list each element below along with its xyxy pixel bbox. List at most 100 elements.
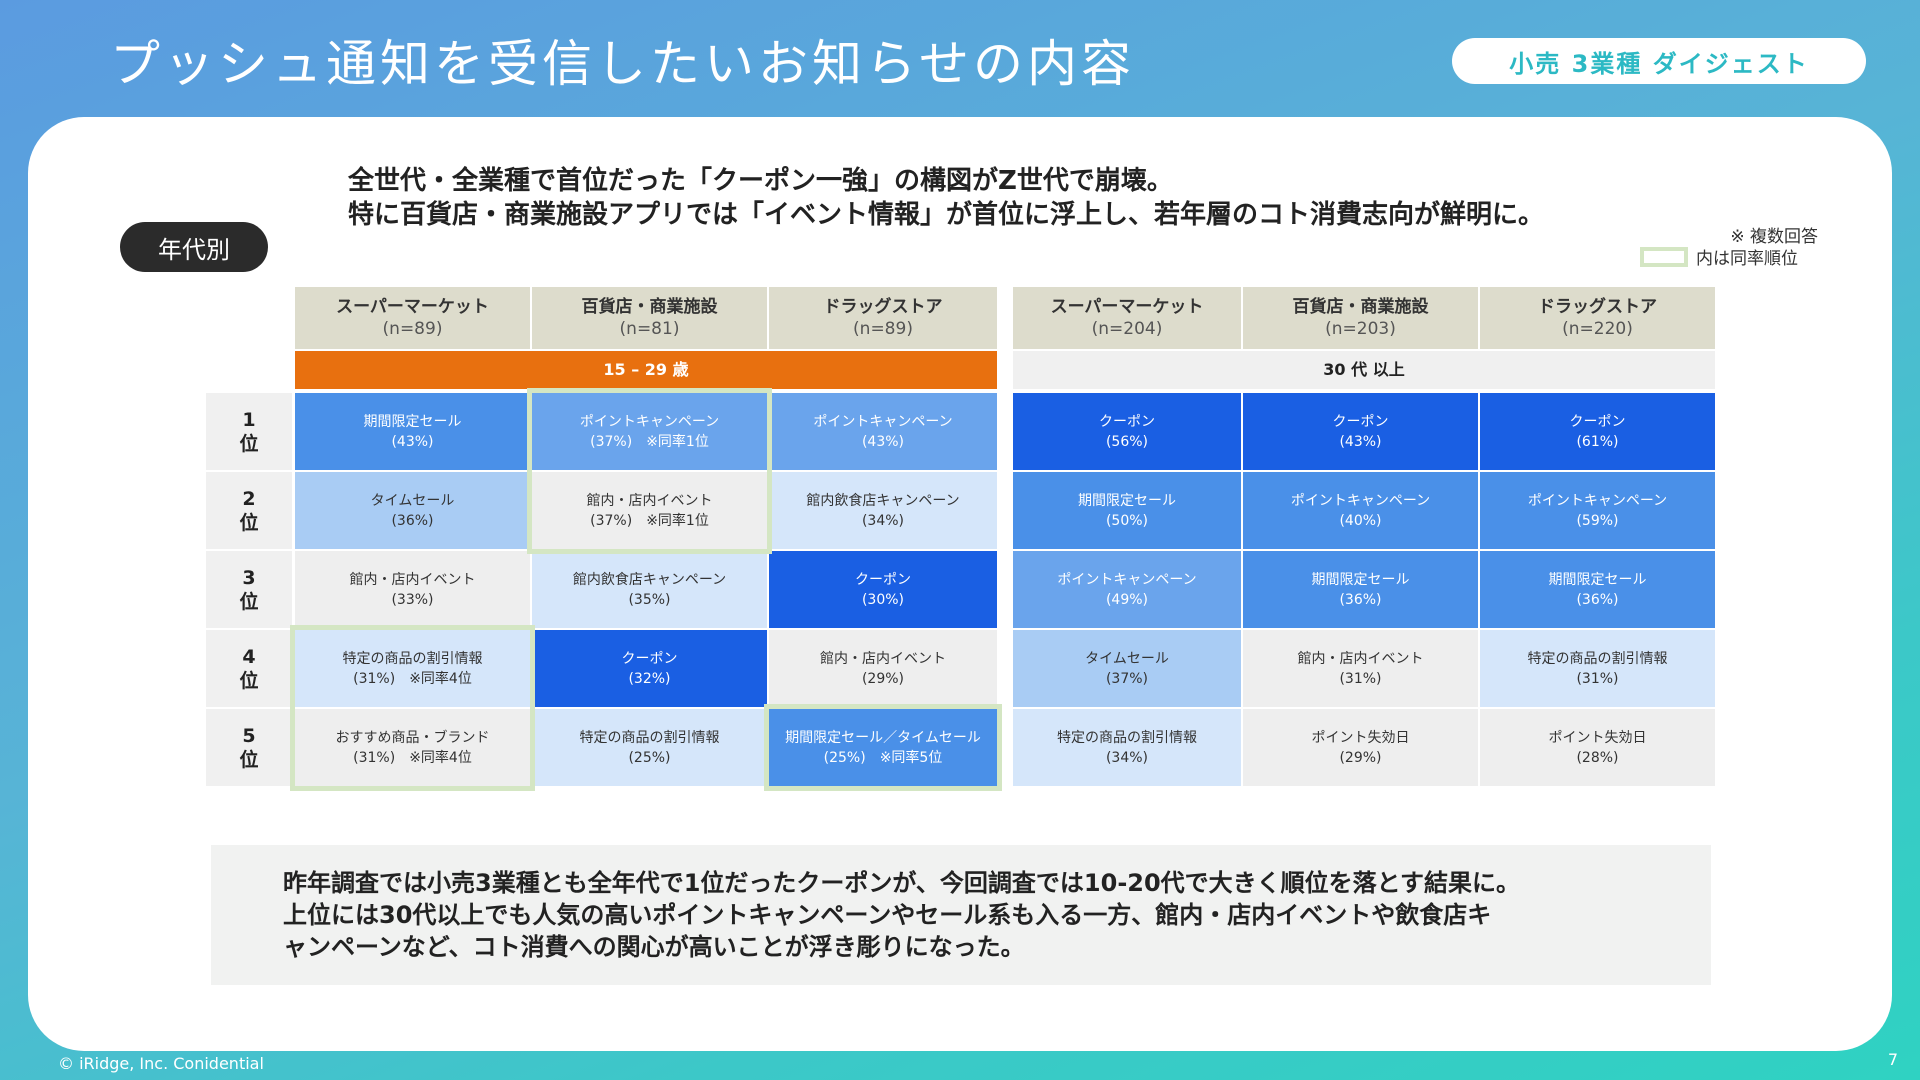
table-cell: 館内・店内イベント(37%) ※同率1位 <box>532 472 767 549</box>
cell-value: (43%) <box>1339 433 1382 450</box>
column-header: 百貨店・商業施設(n=203) <box>1243 287 1478 349</box>
table-cell: 館内飲食店キャンペーン (35%) <box>532 551 767 628</box>
column-header-name: 百貨店・商業施設 <box>581 297 718 317</box>
cell-value: (49%) <box>1105 591 1149 608</box>
column-header-name: スーパーマーケット <box>1050 297 1204 317</box>
cell-label: 館内・店内イベント <box>586 492 713 509</box>
table-cell: 特定の商品の割引情報(25%) <box>532 709 767 786</box>
cell-value: (30%) <box>861 591 905 608</box>
rank-suffix: 位 <box>239 748 259 771</box>
copyright: © iRidge, Inc. Conidential <box>58 1054 264 1073</box>
table-cell: 期間限定セール(50%) <box>1013 472 1241 549</box>
table-cell: ポイント失効日 (29%) <box>1243 709 1478 786</box>
page-title: プッシュ通知を受信したいお知らせの内容 <box>110 35 1135 93</box>
rank-suffix: 位 <box>239 432 259 455</box>
table-cell: ポイントキャンペーン(43%) <box>769 393 997 470</box>
headline: 全世代・全業種で首位だった「クーポン一強」の構図がZ世代で崩壊。 特に百貨店・商… <box>348 164 1544 232</box>
column-header-sample-size: (n=89) <box>853 319 913 339</box>
cell-value: (31%) ※同率4位 <box>353 670 472 687</box>
cell-label: クーポン <box>1332 413 1389 430</box>
cell-value: (40%) <box>1339 512 1382 529</box>
column-header-sample-size: (n=203) <box>1325 319 1396 339</box>
cell-label: ポイント失効日 <box>1548 729 1647 746</box>
cell-value: (31%) <box>1576 670 1619 687</box>
cell-value: (28%) <box>1576 749 1619 766</box>
cell-value: (29%) <box>861 670 905 687</box>
table-cell: 特定の商品の割引情報 (34%) <box>1013 709 1241 786</box>
table-cell: 館内・店内イベント (33%) <box>295 551 530 628</box>
cell-label: ポイントキャンペーン <box>1290 492 1431 509</box>
cell-label: 期間限定セール／タイムセール <box>785 729 981 746</box>
summary-line-3: ャンペーンなど、コト消費への関心が高いことが浮き彫りになった。 <box>283 933 1025 961</box>
table-cell: 館内・店内イベント(29%) <box>769 630 997 707</box>
column-header-sample-size: (n=81) <box>619 319 680 339</box>
cell-label: 特定の商品の割引情報 <box>1057 729 1197 746</box>
cell-label: 館内・店内イベント <box>349 571 476 588</box>
rank-number: 2 <box>242 487 256 510</box>
headline-line-2: 特に百貨店・商業施設アプリでは「イベント情報」が首位に浮上し、若年層のコト消費志… <box>348 200 1545 230</box>
cell-value: (32%) <box>628 670 671 687</box>
cell-value: (36%) <box>1576 591 1619 608</box>
rank-suffix: 位 <box>239 511 259 534</box>
multiple-answer-note: ※ 複数回答 <box>1730 227 1818 247</box>
cell-label: ポイントキャンペーン <box>1527 492 1668 509</box>
table-cell: 館内・店内イベント (31%) <box>1243 630 1478 707</box>
column-header: スーパーマーケット(n=204) <box>1013 287 1241 349</box>
cell-label: ポイント失効日 <box>1311 729 1410 746</box>
cell-label: 期間限定セール <box>1548 571 1647 588</box>
table-cell: 期間限定セール(36%) <box>1243 551 1478 628</box>
table-cell: ポイントキャンペーン (40%) <box>1243 472 1478 549</box>
column-header: ドラッグストア(n=89) <box>769 287 997 349</box>
table-cell: クーポン(61%) <box>1480 393 1715 470</box>
table-cell: 期間限定セール(43%) <box>295 393 530 470</box>
page-number: 7 <box>1887 1050 1898 1069</box>
table-cell: 期間限定セール／タイムセール (25%) ※同率5位 <box>769 709 997 786</box>
cell-value: (35%) <box>628 591 671 608</box>
cell-value: (37%) ※同率1位 <box>590 433 709 450</box>
cell-label: ポイントキャンペーン <box>579 413 720 430</box>
column-header: ドラッグストア(n=220) <box>1480 287 1715 349</box>
rank-number: 3 <box>242 566 256 589</box>
cell-label: 館内飲食店キャンペーン <box>572 571 727 588</box>
cell-label: タイムセール <box>1085 650 1169 667</box>
cell-value: (43%) <box>861 433 905 450</box>
tie-legend-label: 内は同率順位 <box>1696 249 1798 269</box>
cell-label: 特定の商品の割引情報 <box>342 650 483 667</box>
cell-value: (50%) <box>1105 512 1149 529</box>
tie-legend: 内は同率順位 <box>1640 244 1798 269</box>
column-header-sample-size: (n=204) <box>1091 319 1163 339</box>
table-cell: クーポン (30%) <box>769 551 997 628</box>
cell-value: (33%) <box>391 591 434 608</box>
rank-number: 1 <box>242 408 256 431</box>
summary-line-1: 昨年調査では小売3業種とも全年代で1位だったクーポンが、今回調査では10-20代… <box>283 869 1520 897</box>
age-filter-pill: 年代別 <box>120 222 268 272</box>
column-header-sample-size: (n=220) <box>1562 319 1633 339</box>
cell-value: (59%) <box>1576 512 1619 529</box>
table-cell: 特定の商品の割引情報 (31%) ※同率4位 <box>295 630 530 707</box>
cell-label: クーポン <box>621 650 678 667</box>
age-group-young: 15 – 29 歳 <box>295 351 997 389</box>
column-header-name: 百貨店・商業施設 <box>1292 297 1429 317</box>
cell-label: タイムセール <box>370 492 455 509</box>
cell-label: 特定の商品の割引情報 <box>579 729 720 746</box>
column-header-name: ドラッグストア <box>823 297 943 317</box>
cell-value: (31%) <box>1339 670 1382 687</box>
table-cell: 期間限定セール (36%) <box>1480 551 1715 628</box>
cell-value: (25%) ※同率5位 <box>823 749 943 766</box>
column-header-sample-size: (n=89) <box>382 319 443 339</box>
cell-value: (29%) <box>1339 749 1382 766</box>
table-cell: おすすめ商品・ブランド(31%) ※同率4位 <box>295 709 530 786</box>
table-cell: タイムセール(37%) <box>1013 630 1241 707</box>
table-cell: タイムセール (36%) <box>295 472 530 549</box>
table-cell: 特定の商品の割引情報(31%) <box>1480 630 1715 707</box>
cell-label: 館内飲食店キャンペーン <box>806 492 960 509</box>
cell-label: クーポン <box>1099 413 1155 430</box>
cell-label: 館内・店内イベント <box>1297 650 1424 667</box>
rank-number: 5 <box>242 724 256 747</box>
cell-label: クーポン <box>855 571 911 588</box>
cell-value: (36%) <box>391 512 434 529</box>
table-cell: ポイントキャンペーン (37%) ※同率1位 <box>532 393 767 470</box>
cell-value: (34%) <box>1105 749 1149 766</box>
